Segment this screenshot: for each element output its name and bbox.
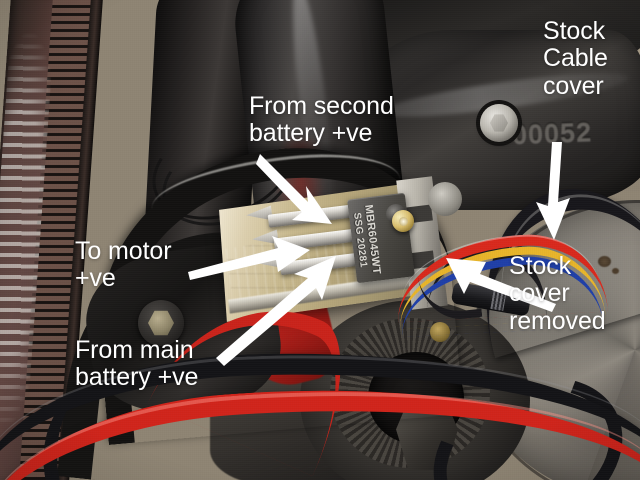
brake-disc-mark-2 [612,268,619,274]
frame-embossed-number: 00052 [511,116,593,150]
diode-screw-head [399,217,408,226]
metal-fitting [428,182,462,216]
brake-disc-mark [598,256,611,267]
motor-bolt [430,322,450,342]
axle-nut [396,400,458,470]
frame-bolt-head [490,114,508,132]
